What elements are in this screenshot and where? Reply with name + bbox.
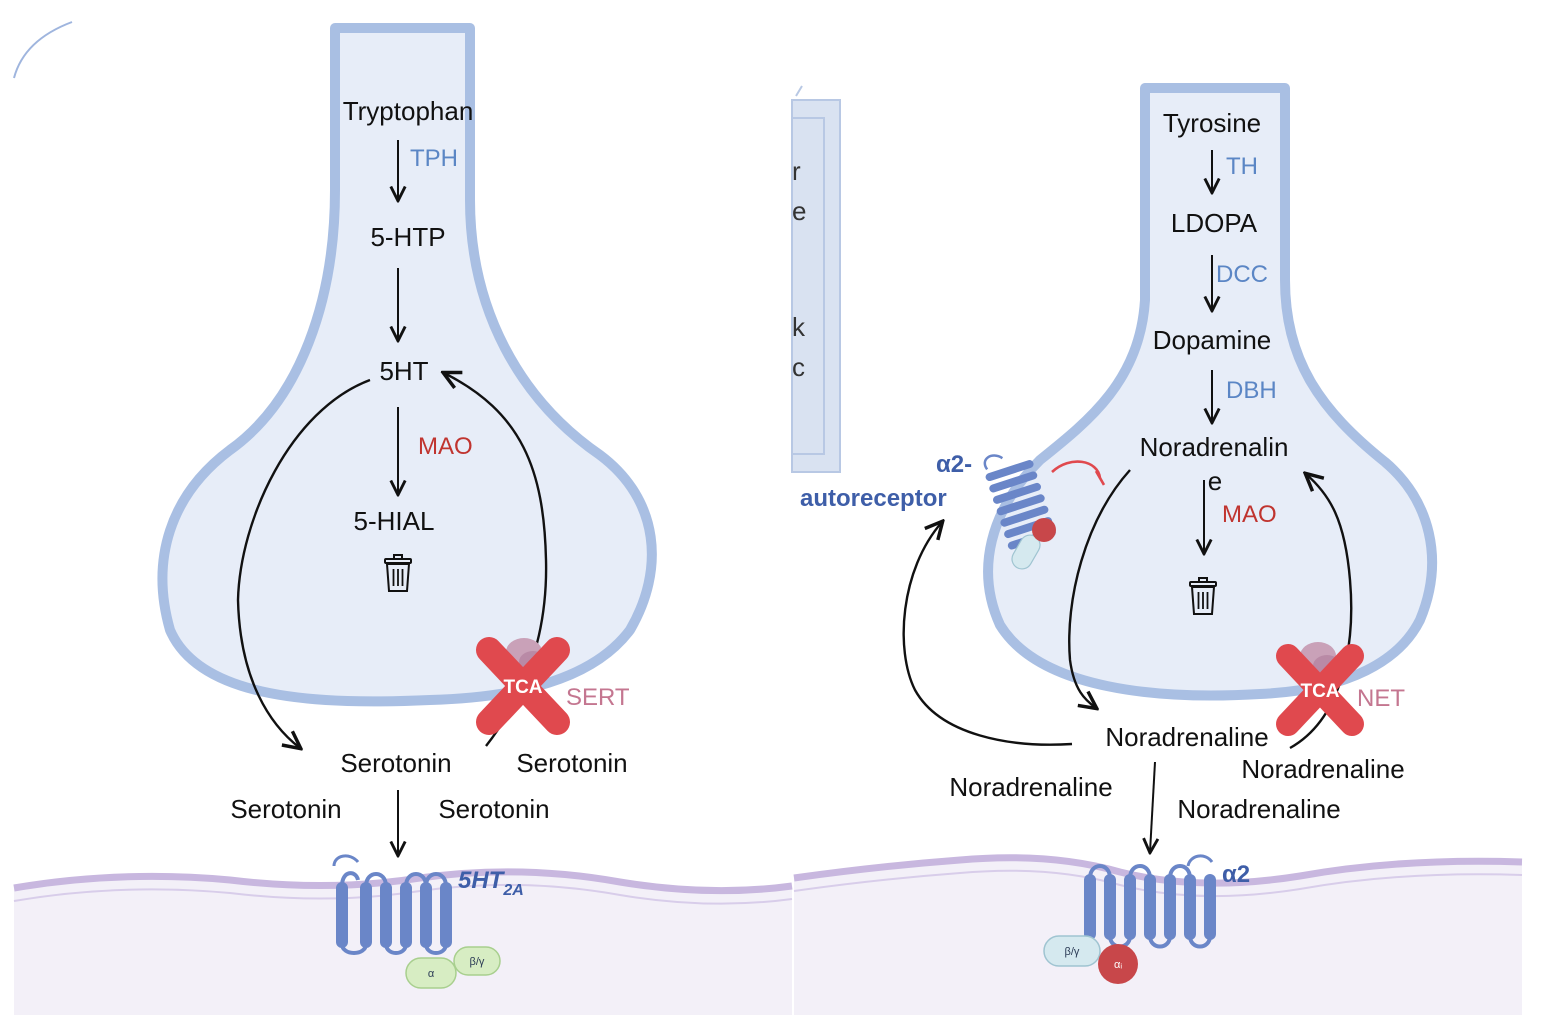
gprotein-alpha-subunit (405, 957, 457, 989)
autoreceptor-label-line-2: autoreceptor (800, 485, 947, 512)
fragment-r: r (792, 156, 801, 186)
autoreceptor-label-line-1: α2- (936, 451, 972, 478)
autoreceptor-feedback-arrow (902, 522, 1073, 746)
autoreceptor-gprotein-alpha (1032, 518, 1056, 542)
panel-frame-corner (13, 21, 73, 79)
tph-enzyme-label: TPH (410, 145, 458, 172)
fragment-k: k (792, 312, 806, 342)
alpha2-gprotein-beta-gamma (1043, 935, 1101, 967)
dcc-enzyme-label: DCC (1216, 261, 1268, 288)
5hial-label: 5-HIAL (354, 506, 435, 536)
noradrenaline-label-4: Noradrenaline (1177, 794, 1340, 824)
gprotein-beta-gamma-subunit (453, 946, 501, 976)
dbh-enzyme-label: DBH (1226, 377, 1277, 404)
serotonin-synapse-panel: Tryptophan TPH 5-HTP 5HT MAO 5-HIAL (13, 21, 793, 1015)
5ht2a-receptor (332, 854, 452, 955)
fragment-c: c (792, 352, 805, 382)
sert-label: SERT (566, 684, 630, 711)
5ht-label: 5HT (379, 356, 428, 386)
gprotein-beta-gamma-label: β/γ (470, 956, 485, 968)
release-arrow (236, 378, 371, 748)
reuptake-arrow-right (1289, 474, 1353, 750)
mao-enzyme-label-right: MAO (1222, 501, 1277, 528)
gprotein-alpha-label: α (428, 968, 435, 980)
5htp-label: 5-HTP (370, 222, 445, 252)
serotonin-label-2: Serotonin (516, 748, 627, 778)
trash-bin-icon-right (1189, 577, 1217, 615)
tca-label: TCA (503, 677, 542, 698)
serotonin-label-1: Serotonin (340, 748, 451, 778)
clipped-panel: r e k c (791, 85, 841, 473)
noradrenaline-label-line-1: Noradrenalin (1140, 432, 1289, 462)
mao-enzyme-label: MAO (418, 433, 473, 460)
postsynaptic-membrane-right (793, 854, 1523, 887)
trash-bin-icon (384, 554, 412, 592)
noradrenaline-synapse-panel: Tyrosine TH LDOPA DCC Dopamine DBH Norad… (793, 83, 1523, 1015)
fragment-e: e (792, 196, 806, 226)
tca-block-x-icon (476, 637, 570, 735)
tyrosine-label: Tyrosine (1163, 108, 1261, 138)
alpha2-receptor (1084, 854, 1216, 949)
postsynaptic-membrane (13, 868, 793, 895)
noradrenaline-label-3: Noradrenaline (949, 772, 1112, 802)
presynaptic-terminal-right (983, 83, 1437, 701)
release-arrow-right (1068, 469, 1131, 708)
noradrenaline-label-line-2: e (1208, 466, 1222, 496)
presynaptic-terminal (157, 23, 657, 707)
alpha2-receptor-label: α2 (1222, 861, 1250, 888)
alpha2-gprotein-alpha (1098, 944, 1138, 984)
5ht2a-receptor-label: 5HT2A (458, 867, 524, 899)
postsynaptic-cell-right (794, 857, 1522, 1015)
serotonin-label-4: Serotonin (438, 794, 549, 824)
arrow-to-alpha2 (1150, 761, 1155, 852)
tryptophan-label: Tryptophan (343, 96, 474, 126)
alpha2-gprotein-alpha-label: αᵢ (1114, 959, 1122, 971)
noradrenaline-label-1: Noradrenaline (1105, 722, 1268, 752)
ldopa-label: LDOPA (1171, 208, 1258, 238)
net-label: NET (1357, 685, 1405, 712)
dopamine-label: Dopamine (1153, 325, 1272, 355)
serotonin-label-3: Serotonin (230, 794, 341, 824)
th-enzyme-label: TH (1226, 153, 1258, 180)
alpha2-gprotein-beta-gamma-label: β/γ (1065, 946, 1080, 958)
tca-label-right: TCA (1300, 681, 1339, 702)
tca-block-x-icon-right (1276, 644, 1364, 736)
inhibition-bar (1094, 470, 1106, 486)
noradrenaline-label-2: Noradrenaline (1241, 754, 1404, 784)
